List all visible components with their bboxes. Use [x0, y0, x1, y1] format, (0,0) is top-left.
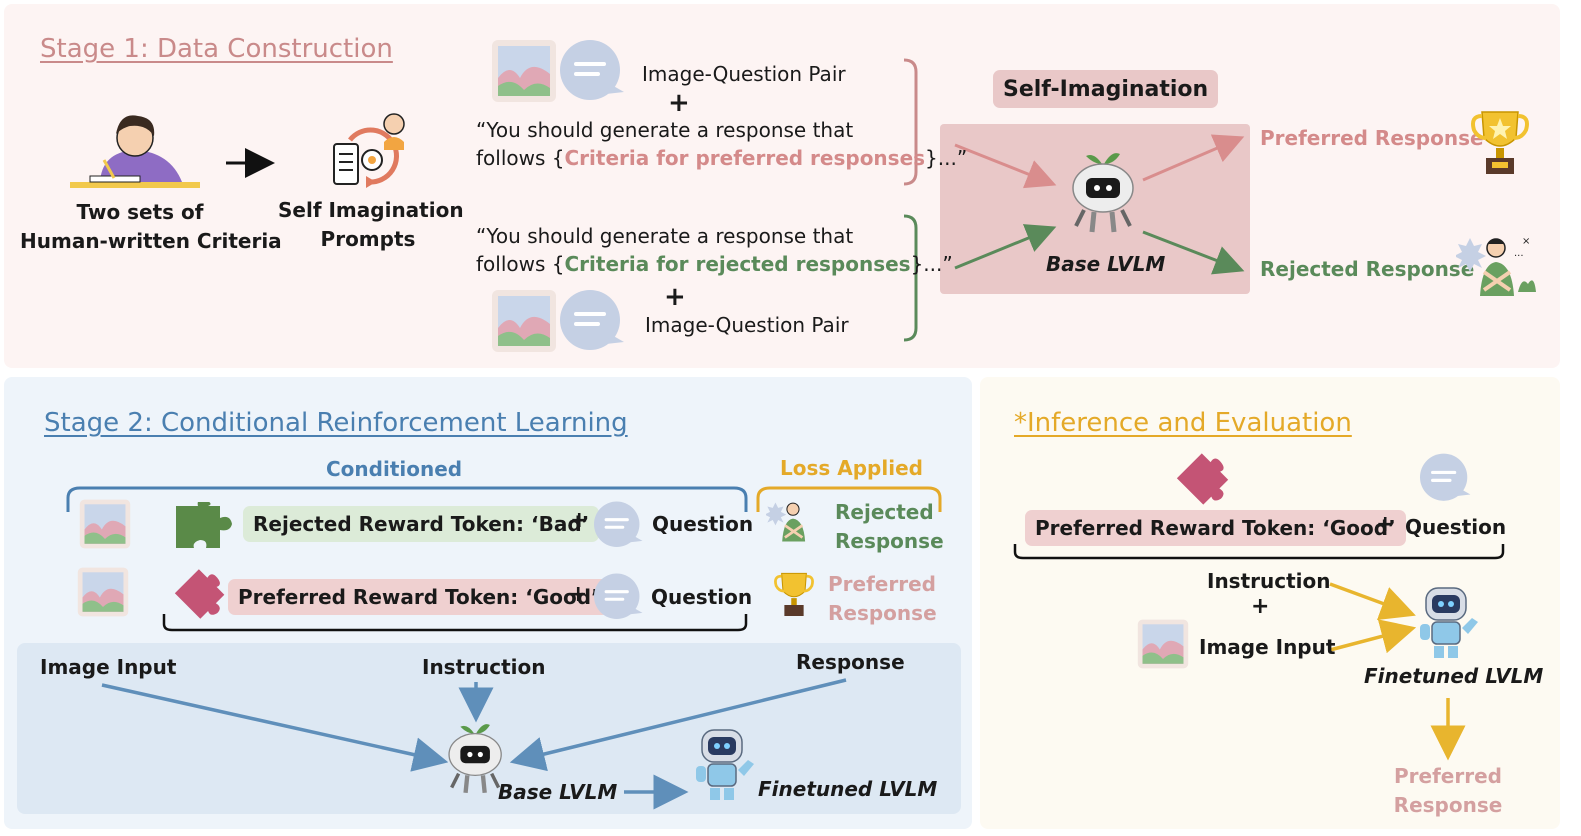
rejected-person-icon: [766, 502, 806, 542]
self-imagination-icon: [333, 113, 405, 188]
response-label: Response: [796, 650, 905, 674]
stage1-title: Stage 1: Data Construction: [40, 34, 393, 64]
rej-criteria: Criteria for rejected responses: [564, 252, 911, 276]
plus-sign: +: [668, 88, 690, 118]
image-input-label: Image Input: [40, 655, 177, 679]
speech-bubble-icon: [594, 501, 643, 547]
preferred-response-block: Preferred Response: [828, 570, 937, 628]
plus-sign: +: [1376, 512, 1395, 537]
rejected-brace: [903, 214, 918, 342]
robot-icon: [1072, 153, 1134, 233]
pref-prompt-line2: follows {Criteria for preferred response…: [476, 146, 967, 170]
rejected-line2: Response: [835, 529, 944, 553]
prompts-line2: Prompts: [320, 227, 416, 251]
inference-image-input-label: Image Input: [1199, 635, 1336, 659]
preferred-line1: Preferred: [828, 572, 936, 596]
svg-text:×: ×: [1522, 236, 1530, 247]
self-imagination-label: Self-Imagination: [993, 70, 1219, 108]
inference-question-label: Question: [1405, 515, 1507, 539]
rejected-response-label: Rejected Response: [1260, 257, 1475, 281]
prompts-line1: Self Imagination: [278, 198, 464, 222]
rejected-line1: Rejected: [835, 500, 934, 524]
pref-prompt-line1: “You should generate a response that: [476, 118, 854, 142]
stage2-base-lvlm-label: Base LVLM: [498, 780, 618, 804]
plus-sign: +: [1251, 594, 1270, 619]
criteria-label: Two sets of Human-written Criteria: [20, 198, 282, 256]
speech-bubble-icon: [560, 290, 624, 350]
rejected-person-icon: × ...: [1456, 236, 1536, 296]
rej-prompt-line1: “You should generate a response that: [476, 224, 854, 248]
conditioned-bracket: [66, 486, 748, 512]
image-to-robot-arrow: [1329, 619, 1417, 654]
image-icon: [77, 567, 129, 617]
inference-token-chip: Preferred Reward Token: ‘Good’: [1025, 510, 1406, 546]
pair-top-label: Image-Question Pair: [642, 62, 846, 86]
instruction-to-robot-arrow: [1329, 582, 1416, 620]
inference-preferred-line2: Response: [1393, 793, 1503, 817]
image-icon: [1137, 619, 1189, 669]
pref-prompt-prefix: follows {: [476, 146, 565, 170]
preferred-out-arrow: [1142, 134, 1245, 182]
person-writing-icon: [70, 115, 200, 188]
speech-bubble-icon: [1420, 453, 1471, 501]
question-label-1: Question: [652, 512, 754, 536]
inference-preferred-line1: Preferred: [1394, 764, 1502, 788]
conditioned-label: Conditioned: [326, 457, 463, 481]
preferred-brace: [903, 58, 918, 186]
rejected-response-block: Rejected Response: [835, 498, 944, 556]
base-lvlm-label: Base LVLM: [1046, 252, 1166, 276]
stage2-title: Stage 2: Conditional Reinforcement Learn…: [44, 408, 628, 438]
inference-instruction-label: Instruction: [1207, 569, 1331, 593]
puzzle-icon: [176, 502, 232, 548]
inference-preferred-block: Preferred Response: [1388, 762, 1508, 820]
criteria-line1: Two sets of: [76, 200, 204, 224]
rej-prompt-prefix: follows {: [476, 252, 565, 276]
rejected-out-arrow: [1142, 230, 1245, 275]
image-icon: [492, 290, 556, 352]
image-icon: [492, 40, 556, 102]
stage1-panel: [4, 4, 1560, 368]
speech-bubble-icon: [560, 40, 624, 100]
puzzle-icon: [174, 569, 225, 619]
criteria-line2: Human-written Criteria: [20, 229, 282, 253]
pair-bottom-label: Image-Question Pair: [645, 313, 849, 337]
blue-robot-icon: [696, 729, 754, 800]
preferred-line2: Response: [828, 601, 937, 625]
inference-finetuned-lvlm-label: Finetuned LVLM: [1364, 664, 1544, 688]
plus-sign: +: [664, 282, 686, 312]
response-arrow: [509, 678, 847, 772]
pref-prompt-suffix: }...”: [925, 146, 968, 170]
svg-text:...: ...: [1514, 248, 1524, 259]
image-icon: [79, 499, 131, 549]
blue-robot-icon: [1420, 587, 1478, 658]
rejected-in-arrow: [954, 224, 1057, 270]
loss-applied-label: Loss Applied: [780, 456, 923, 480]
preferred-response-label: Preferred Response: [1260, 126, 1484, 150]
stage2-pipeline-panel: [17, 643, 961, 814]
inference-title: *Inference and Evaluation: [1014, 408, 1352, 438]
question-label-2: Question: [651, 585, 753, 609]
image-input-arrow: [101, 683, 449, 772]
loss-applied-bracket: [756, 486, 942, 512]
plus-sign: +: [570, 508, 589, 533]
bottom-bracket: [162, 614, 748, 632]
robot-icon: [448, 724, 502, 793]
speech-bubble-icon: [594, 573, 643, 619]
puzzle-icon: [1176, 453, 1229, 505]
rejected-token-chip: Rejected Reward Token: ‘Bad’: [243, 506, 600, 542]
instruction-label: Instruction: [422, 655, 546, 679]
inference-bracket: [1013, 544, 1505, 560]
pref-criteria: Criteria for preferred responses: [564, 146, 926, 170]
preferred-token-chip: Preferred Reward Token: ‘Good’: [228, 579, 609, 615]
trophy-icon: [1471, 111, 1529, 174]
prompts-label: Self Imagination Prompts: [278, 196, 464, 254]
stage2-finetuned-lvlm-label: Finetuned LVLM: [758, 777, 938, 801]
preferred-in-arrow: [954, 143, 1057, 189]
plus-sign: +: [569, 582, 588, 607]
rej-prompt-suffix: }...”: [910, 252, 953, 276]
trophy-icon: [774, 572, 814, 616]
rej-prompt-line2: follows {Criteria for rejected responses…: [476, 252, 953, 276]
